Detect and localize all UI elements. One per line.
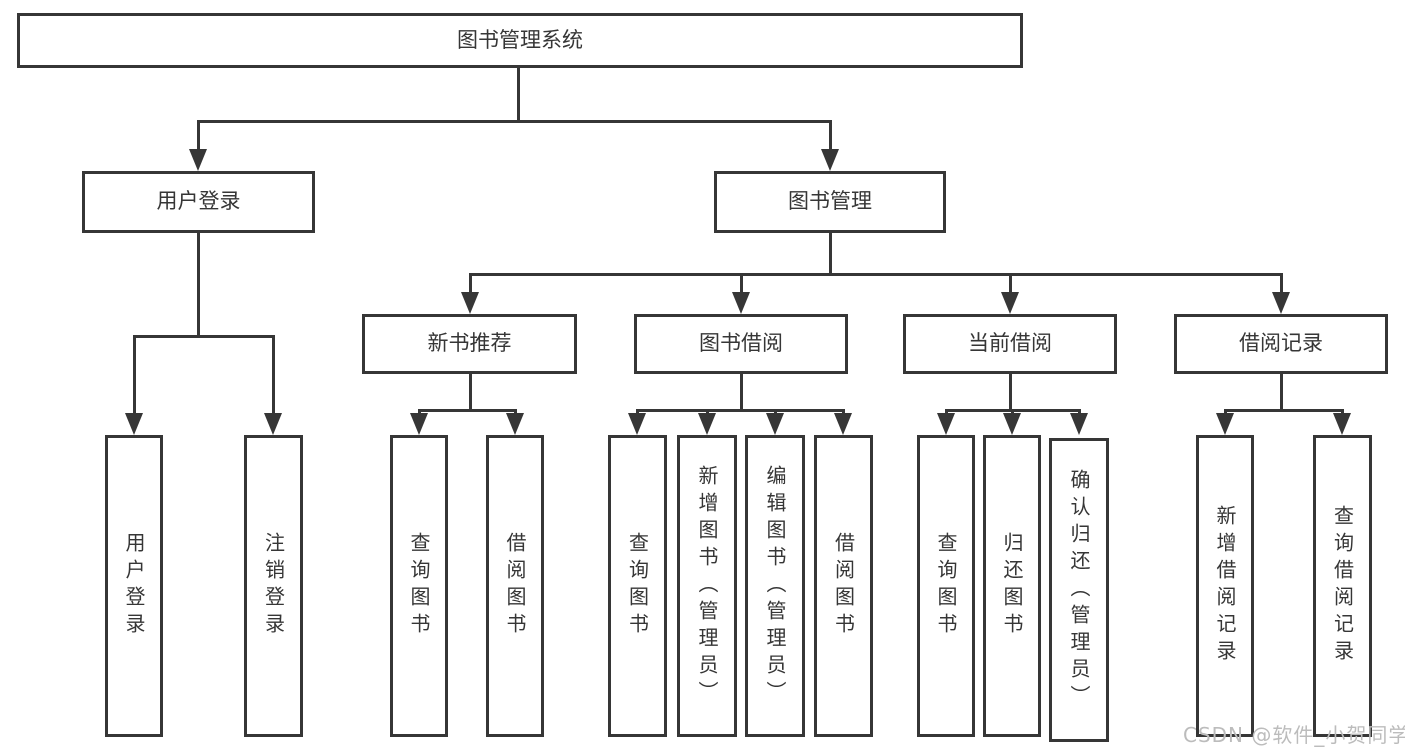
connector-line xyxy=(133,335,275,338)
arrowhead-down-icon xyxy=(937,413,955,435)
leaf-label: 注销登录 xyxy=(261,532,286,640)
leaf-query-books-recommend: 查询图书 xyxy=(390,435,448,737)
connector-line xyxy=(1078,409,1081,415)
connector-line xyxy=(469,273,472,295)
leaf-label: 查询图书 xyxy=(625,532,650,640)
connector-line xyxy=(1341,409,1344,415)
connector-line xyxy=(1011,409,1014,415)
arrowhead-down-icon xyxy=(732,292,750,314)
connector-line xyxy=(514,409,517,415)
arrowhead-down-icon xyxy=(189,149,207,171)
leaf-label: 用户登录 xyxy=(122,532,146,640)
connector-line xyxy=(1224,409,1227,415)
leaf-query-borrow-record: 查询借阅记录 xyxy=(1313,435,1372,737)
connector-line xyxy=(1224,409,1344,412)
node-borrow-record: 借阅记录 xyxy=(1174,314,1388,374)
leaf-label: 新增借阅记录 xyxy=(1213,505,1237,667)
node-root-system: 图书管理系统 xyxy=(17,13,1023,68)
leaf-label: 查询图书 xyxy=(934,532,958,640)
connector-line xyxy=(740,273,743,295)
node-label: 图书管理 xyxy=(788,189,872,214)
leaf-borrow-books-recommend: 借阅图书 xyxy=(486,435,544,737)
connector-line xyxy=(418,409,517,412)
arrowhead-down-icon xyxy=(821,149,839,171)
connector-line xyxy=(133,335,136,415)
connector-line xyxy=(740,374,743,409)
leaf-label: 借阅图书 xyxy=(831,532,856,640)
leaf-add-borrow-record: 新增借阅记录 xyxy=(1196,435,1254,737)
leaf-user-login: 用户登录 xyxy=(105,435,163,737)
arrowhead-down-icon xyxy=(506,413,524,435)
node-new-book-recommend: 新书推荐 xyxy=(362,314,577,374)
arrowhead-down-icon xyxy=(1333,413,1351,435)
connector-line xyxy=(197,120,832,123)
leaf-label: 查询借阅记录 xyxy=(1330,505,1355,667)
connector-line xyxy=(1280,374,1283,409)
arrowhead-down-icon xyxy=(264,413,282,435)
leaf-query-books-borrow: 查询图书 xyxy=(608,435,667,737)
connector-line xyxy=(842,409,845,415)
arrowhead-down-icon xyxy=(1001,292,1019,314)
arrowhead-down-icon xyxy=(410,413,428,435)
node-current-borrow: 当前借阅 xyxy=(903,314,1117,374)
leaf-label: 借阅图书 xyxy=(503,532,527,640)
connector-line xyxy=(706,409,709,415)
node-user-login: 用户登录 xyxy=(82,171,315,233)
leaf-label: 归还图书 xyxy=(1000,532,1024,640)
leaf-return-books: 归还图书 xyxy=(983,435,1041,737)
connector-line xyxy=(517,68,520,120)
connector-line xyxy=(774,409,777,415)
leaf-borrow-books: 借阅图书 xyxy=(814,435,873,737)
leaf-add-books-admin: 新增图书（管理员） xyxy=(677,435,737,737)
leaf-edit-books-admin: 编辑图书（管理员） xyxy=(745,435,805,737)
leaf-confirm-return-admin: 确认归还（管理员） xyxy=(1049,438,1109,742)
connector-line xyxy=(469,273,1283,276)
connector-line xyxy=(945,409,948,415)
connector-line xyxy=(418,409,421,415)
arrowhead-down-icon xyxy=(1070,413,1088,435)
node-label: 图书借阅 xyxy=(699,331,783,356)
connector-line xyxy=(636,409,639,415)
arrowhead-down-icon xyxy=(766,413,784,435)
node-book-borrow: 图书借阅 xyxy=(634,314,848,374)
connector-line xyxy=(197,233,200,335)
leaf-label: 确认归还（管理员） xyxy=(1067,468,1091,712)
arrowhead-down-icon xyxy=(1272,292,1290,314)
node-label: 图书管理系统 xyxy=(457,27,583,52)
leaf-label: 新增图书（管理员） xyxy=(695,464,719,708)
arrowhead-down-icon xyxy=(1003,413,1021,435)
connector-line xyxy=(829,120,832,152)
node-label: 借阅记录 xyxy=(1239,331,1323,356)
node-label: 新书推荐 xyxy=(427,331,512,356)
connector-line xyxy=(272,335,275,415)
connector-line xyxy=(636,409,845,412)
node-book-management: 图书管理 xyxy=(714,171,946,233)
leaf-logout: 注销登录 xyxy=(244,435,303,737)
connector-line xyxy=(1009,273,1012,295)
arrowhead-down-icon xyxy=(698,413,716,435)
arrowhead-down-icon xyxy=(125,413,143,435)
connector-line xyxy=(829,233,832,273)
node-label: 当前借阅 xyxy=(968,331,1052,356)
connector-line xyxy=(197,120,200,152)
arrowhead-down-icon xyxy=(834,413,852,435)
connector-line xyxy=(469,374,472,409)
arrowhead-down-icon xyxy=(628,413,646,435)
arrowhead-down-icon xyxy=(461,292,479,314)
node-label: 用户登录 xyxy=(156,189,241,214)
connector-line xyxy=(1009,374,1012,409)
leaf-query-books-current: 查询图书 xyxy=(917,435,975,737)
leaf-label: 查询图书 xyxy=(407,532,431,640)
connector-line xyxy=(1280,273,1283,295)
leaf-label: 编辑图书（管理员） xyxy=(763,464,787,708)
csdn-watermark: CSDN @软件_小贺同学 xyxy=(1183,723,1405,747)
arrowhead-down-icon xyxy=(1216,413,1234,435)
